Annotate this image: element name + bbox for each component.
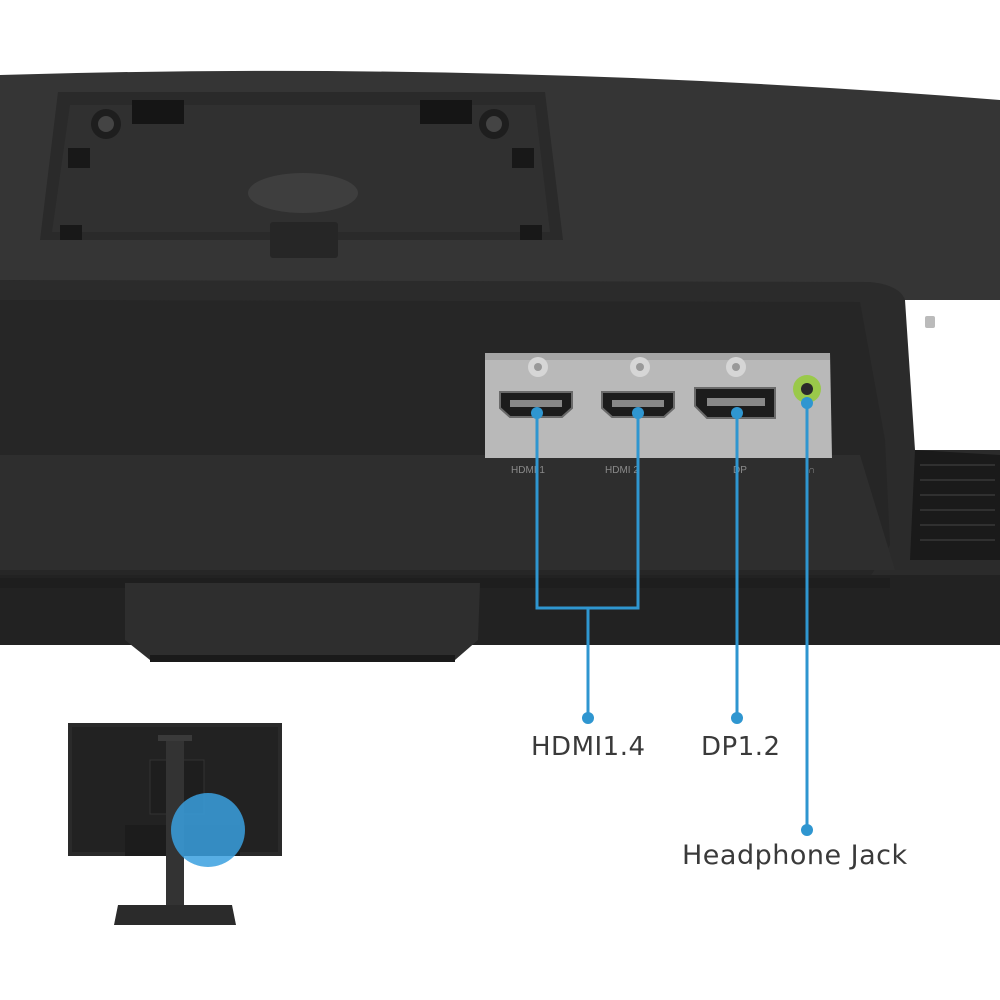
vesa-slot-right [420, 100, 472, 124]
headphone-callout-label: Headphone Jack [682, 840, 908, 871]
hdmi-callout-label: HDMI1.4 [531, 732, 646, 762]
callout-dot-hdmi2 [632, 407, 644, 419]
vesa-slot-left [132, 100, 184, 124]
silkscreen-hdmi2: HDMI 2 [605, 465, 639, 476]
callout-dot-headphone-label [801, 824, 813, 836]
callout-dot-hdmi1 [531, 407, 543, 419]
callout-dot-dp-port [731, 407, 743, 419]
thumbnail-highlight [171, 793, 245, 867]
dp-callout-label: DP1.2 [701, 732, 781, 762]
callout-dot-dp-label [731, 712, 743, 724]
stand-mount-hub [248, 173, 358, 213]
right-vent [910, 450, 1000, 560]
silkscreen-dp: DP [733, 465, 747, 476]
thumbnail-monitor [68, 723, 282, 925]
kensington-lock-icon [925, 316, 935, 328]
stand-neck [125, 583, 480, 660]
callout-dot-hdmi-label [582, 712, 594, 724]
callout-lines [535, 403, 809, 830]
callout-dot-audio-port [801, 397, 813, 409]
silkscreen-hdmi1: HDMI 1 [511, 465, 545, 476]
silkscreen-audio: ∩ [808, 465, 815, 476]
